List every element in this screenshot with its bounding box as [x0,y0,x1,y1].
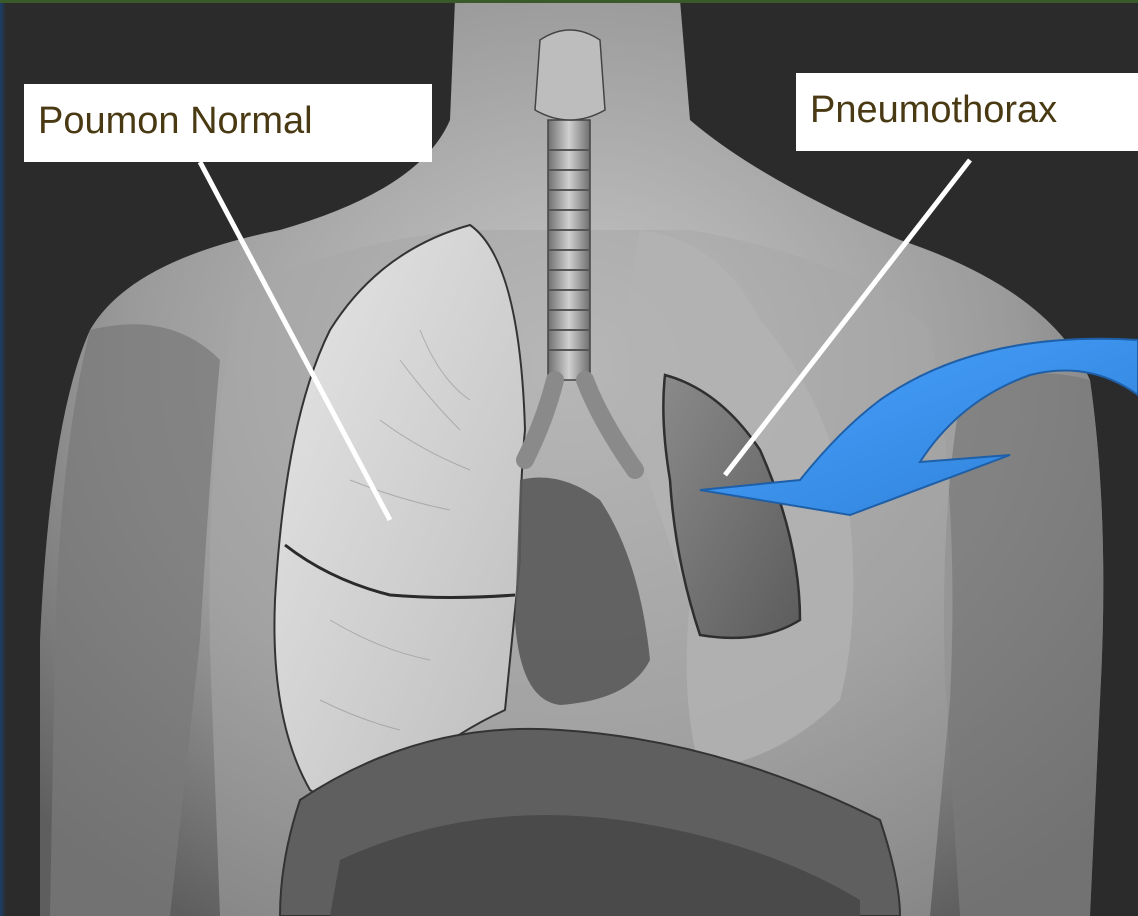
normal-lung-label: Poumon Normal [24,84,432,162]
larynx [535,30,605,120]
pneumothorax-label: Pneumothorax [796,73,1138,151]
right-arm [944,373,1103,916]
